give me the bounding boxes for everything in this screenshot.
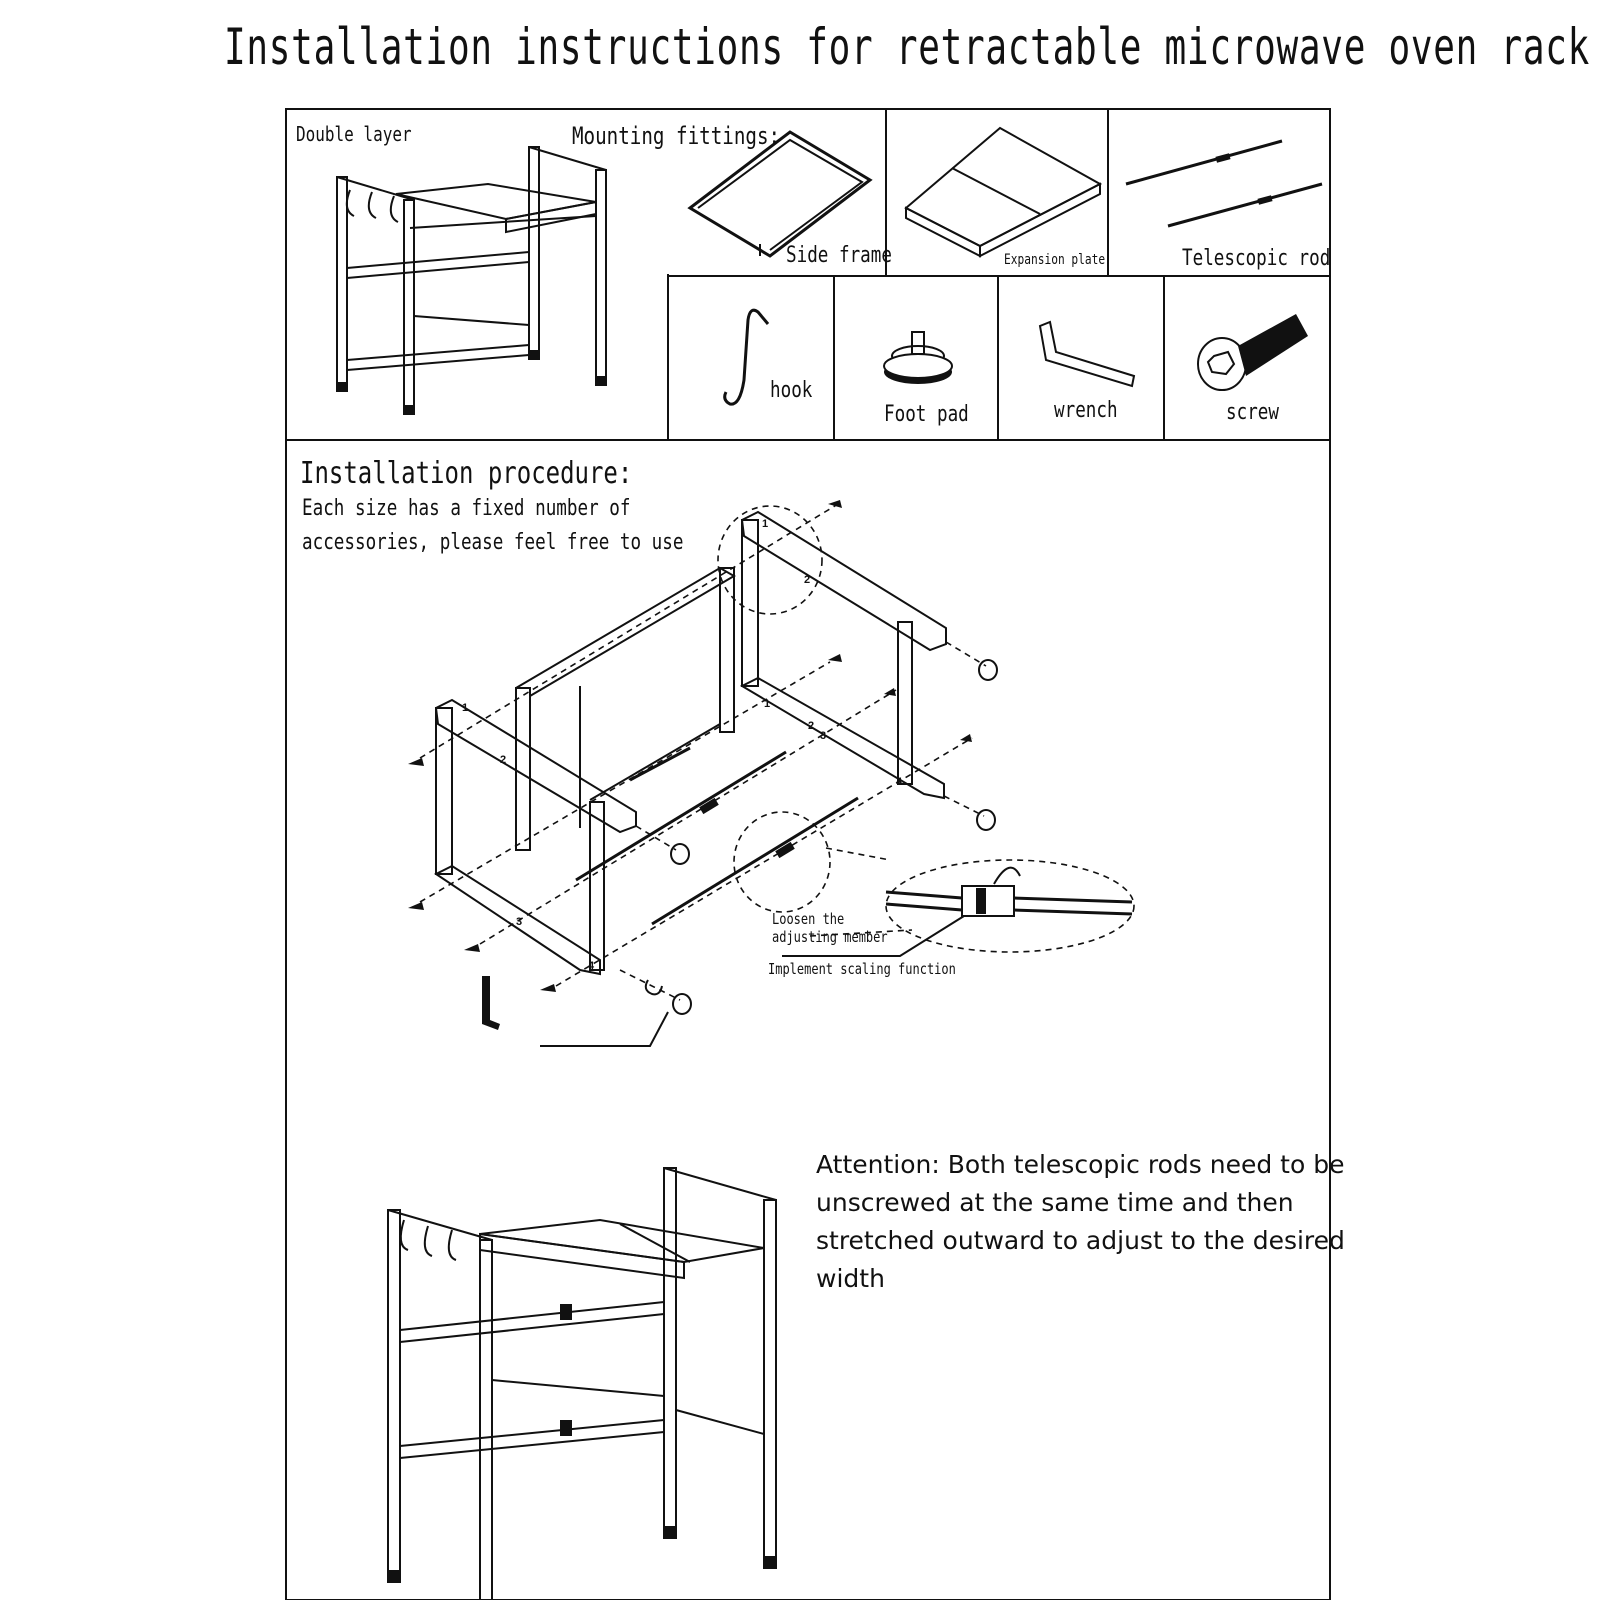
callout-loosen-line-1: Loosen the bbox=[772, 910, 845, 928]
procedure-heading: Installation procedure: bbox=[300, 456, 633, 491]
hook-icon bbox=[723, 308, 770, 406]
step-marker: 4 bbox=[588, 960, 595, 972]
double-layer-rack-icon bbox=[336, 146, 607, 415]
outer-border bbox=[285, 108, 1331, 1600]
attention-note: Attention: Both telescopic rods need to … bbox=[816, 1150, 1345, 1293]
double-layer-label: Double layer bbox=[296, 122, 412, 146]
part-label-telescopic-rod: Telescopic rod bbox=[1182, 246, 1331, 271]
callout-loosen-line-2: adjusting member bbox=[772, 928, 888, 946]
part-label-wrench: wrench bbox=[1054, 398, 1118, 423]
page-title: Installation instructions for retractabl… bbox=[224, 18, 1591, 76]
step-marker: 3 bbox=[820, 730, 827, 742]
part-label-expansion-plate: Expansion plate bbox=[1004, 252, 1106, 268]
mounting-fittings-label: Mounting fittings: bbox=[572, 122, 781, 150]
part-label-side-frame: Side frame bbox=[786, 243, 892, 268]
step-marker: 2 bbox=[808, 720, 815, 732]
step-marker: 1 bbox=[764, 698, 771, 710]
part-label-foot-pad: Foot pad bbox=[884, 402, 969, 427]
step-marker: 4 bbox=[896, 776, 903, 788]
wrench-icon bbox=[1038, 320, 1136, 388]
expansion-plate-icon bbox=[904, 126, 1103, 258]
part-label-hook: hook bbox=[770, 378, 813, 403]
step-marker: 2 bbox=[804, 574, 811, 586]
assembly-exploded-view bbox=[408, 500, 1135, 1047]
step-marker: 3 bbox=[516, 916, 523, 928]
part-label-screw: screw bbox=[1226, 400, 1279, 425]
step-marker: 1 bbox=[462, 702, 469, 714]
side-frame-icon bbox=[687, 130, 873, 258]
telescopic-rod-icon bbox=[1125, 139, 1323, 228]
foot-pad-icon bbox=[883, 331, 953, 384]
assembled-rack-icon bbox=[387, 1167, 777, 1600]
step-marker: 1 bbox=[762, 518, 769, 530]
procedure-line-1: Each size has a fixed number of bbox=[302, 496, 631, 521]
callout-scaling: Implement scaling function bbox=[768, 960, 956, 978]
procedure-line-2: accessories, please feel free to use bbox=[302, 530, 684, 555]
step-marker: 2 bbox=[500, 754, 507, 766]
screw-icon bbox=[1197, 314, 1308, 391]
